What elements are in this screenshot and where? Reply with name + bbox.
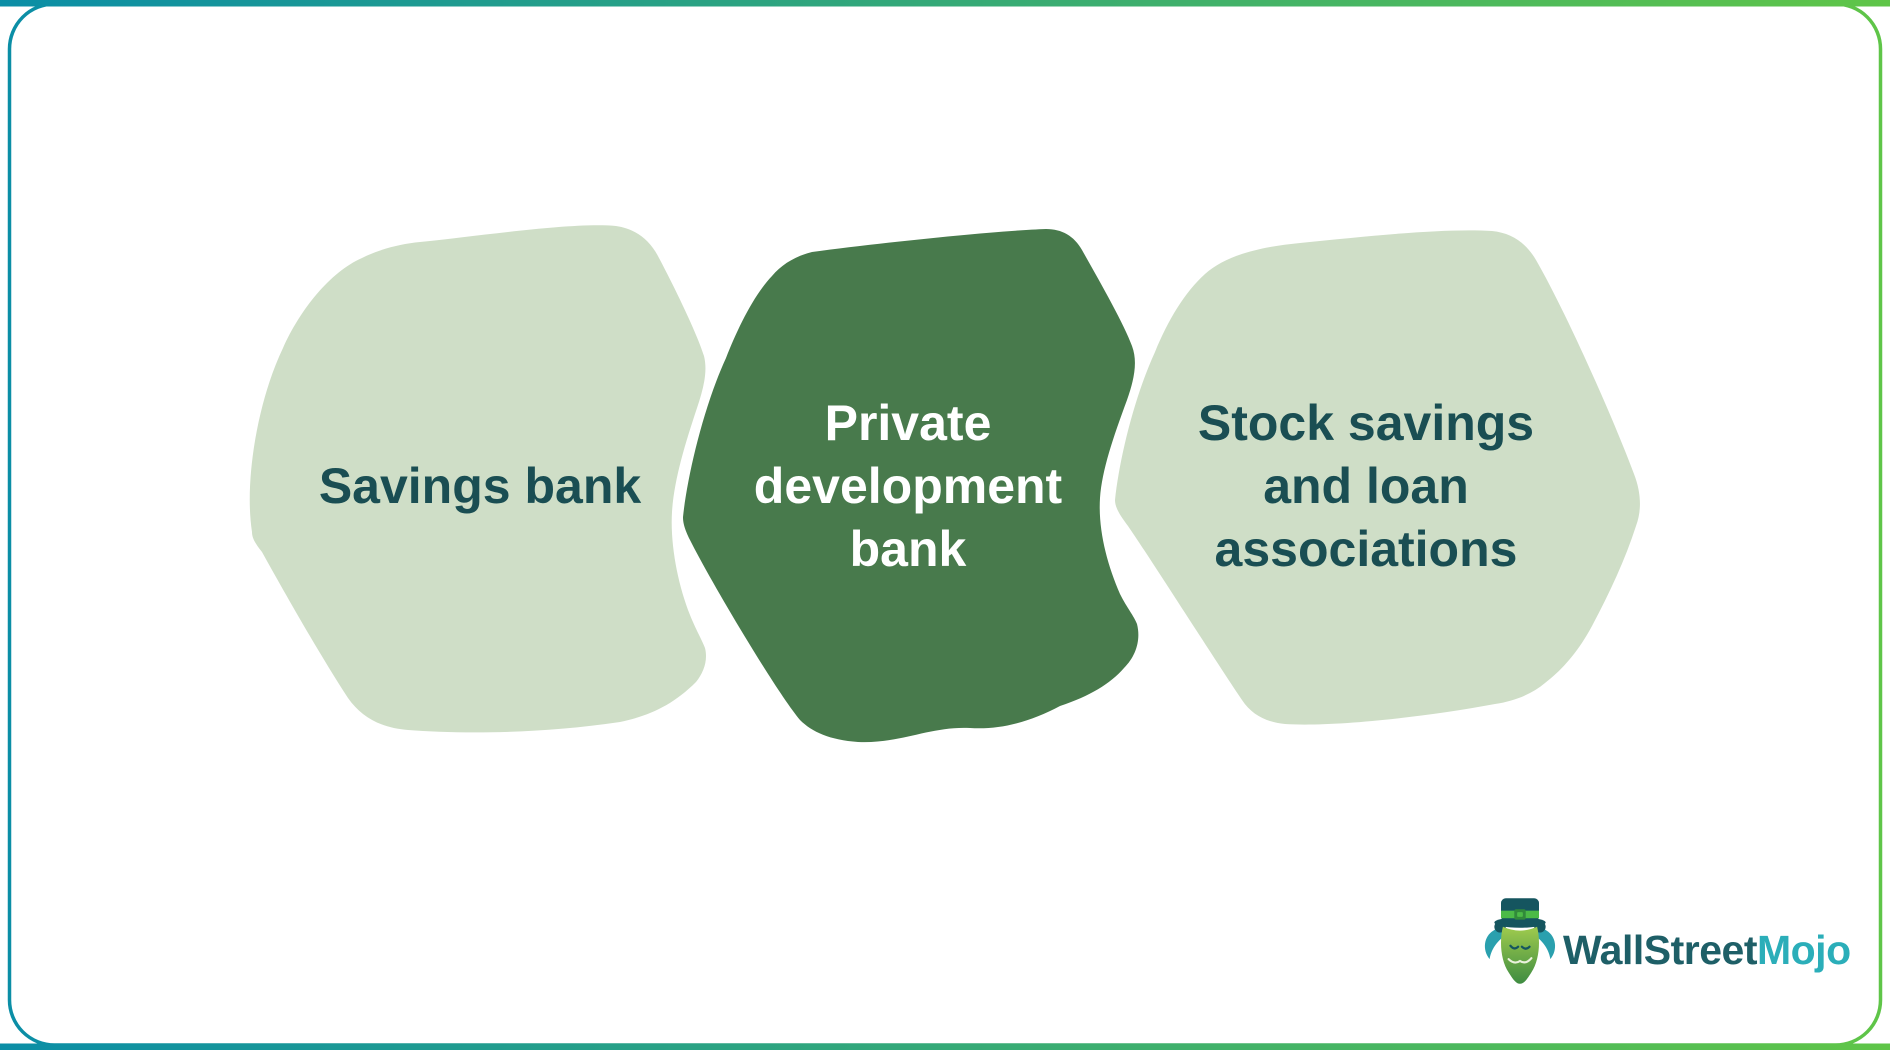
brand-wallstreet: WallStreet (1563, 927, 1757, 973)
bull-mascot-icon (1484, 898, 1556, 984)
brand-mojo: Mojo (1756, 927, 1851, 973)
bull-face (1501, 926, 1539, 984)
label-line: development (753, 458, 1063, 514)
bull-hat-brim (1494, 917, 1546, 928)
hexagon-private-development-bank (683, 229, 1139, 743)
hexagon-label-private-development-bank: Private development bank (648, 392, 1168, 581)
hexagon-label-stock-savings-loan-associations: Stock savings and loan associations (1106, 392, 1626, 581)
label-line: and loan (1263, 458, 1469, 514)
page-border (7, 2, 1883, 1047)
bull-eyes (1509, 944, 1531, 950)
hexagon-stock-savings-loan-associations (1115, 230, 1640, 725)
label-line: associations (1214, 521, 1518, 577)
label-line: bank (849, 521, 967, 577)
bull-hat-buckle-center (1517, 912, 1523, 917)
brand-wordmark: WallStreetMojo (1563, 927, 1851, 974)
label-line: Savings bank (318, 458, 642, 514)
hexagon-savings-bank (249, 225, 706, 733)
label-line: Private (824, 395, 992, 451)
hexagon-label-savings-bank: Savings bank (220, 455, 740, 518)
label-line: Stock savings (1197, 395, 1535, 451)
bull-muzzle (1507, 957, 1533, 964)
